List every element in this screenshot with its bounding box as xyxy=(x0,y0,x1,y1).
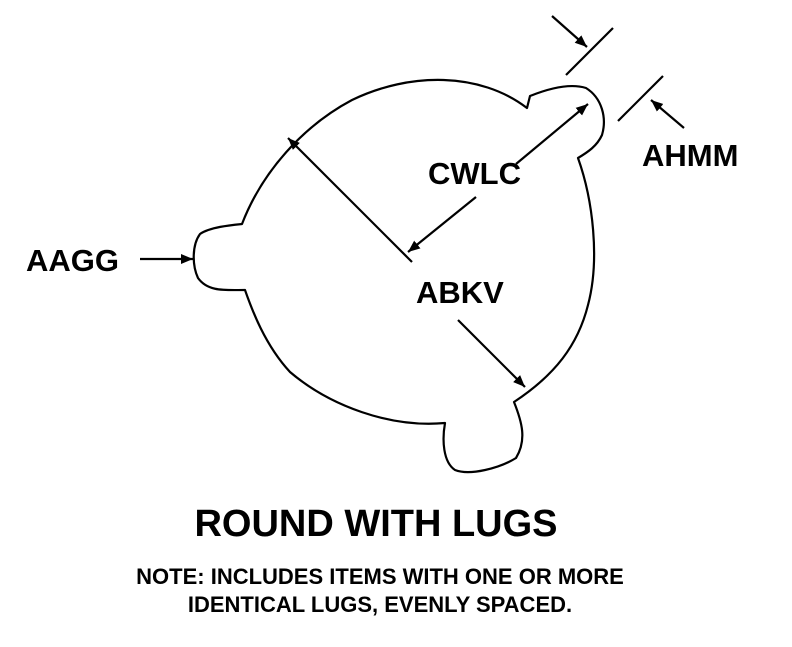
note-line-1: NOTE: INCLUDES ITEMS WITH ONE OR MORE xyxy=(136,564,624,589)
lug-width-extension-upper xyxy=(565,27,614,76)
label-ahmm: AHMM xyxy=(642,138,738,173)
diagram-title: ROUND WITH LUGS xyxy=(194,503,557,545)
body-outline xyxy=(192,78,605,474)
lug-width-arrow-upper xyxy=(551,15,588,48)
cwlc-dimension-line xyxy=(287,137,413,263)
lug-width-extension-lower xyxy=(617,75,664,122)
cwlc-leader-line xyxy=(407,196,477,253)
label-aagg: AAGG xyxy=(26,243,119,278)
label-abkv: ABKV xyxy=(416,275,504,310)
cwlc-leader-to-lug xyxy=(515,103,589,165)
lug-width-arrow-lower xyxy=(650,99,685,129)
label-cwlc: CWLC xyxy=(428,156,521,191)
note-line-2: IDENTICAL LUGS, EVENLY SPACED. xyxy=(188,592,572,617)
abkv-leader-line xyxy=(457,319,526,388)
